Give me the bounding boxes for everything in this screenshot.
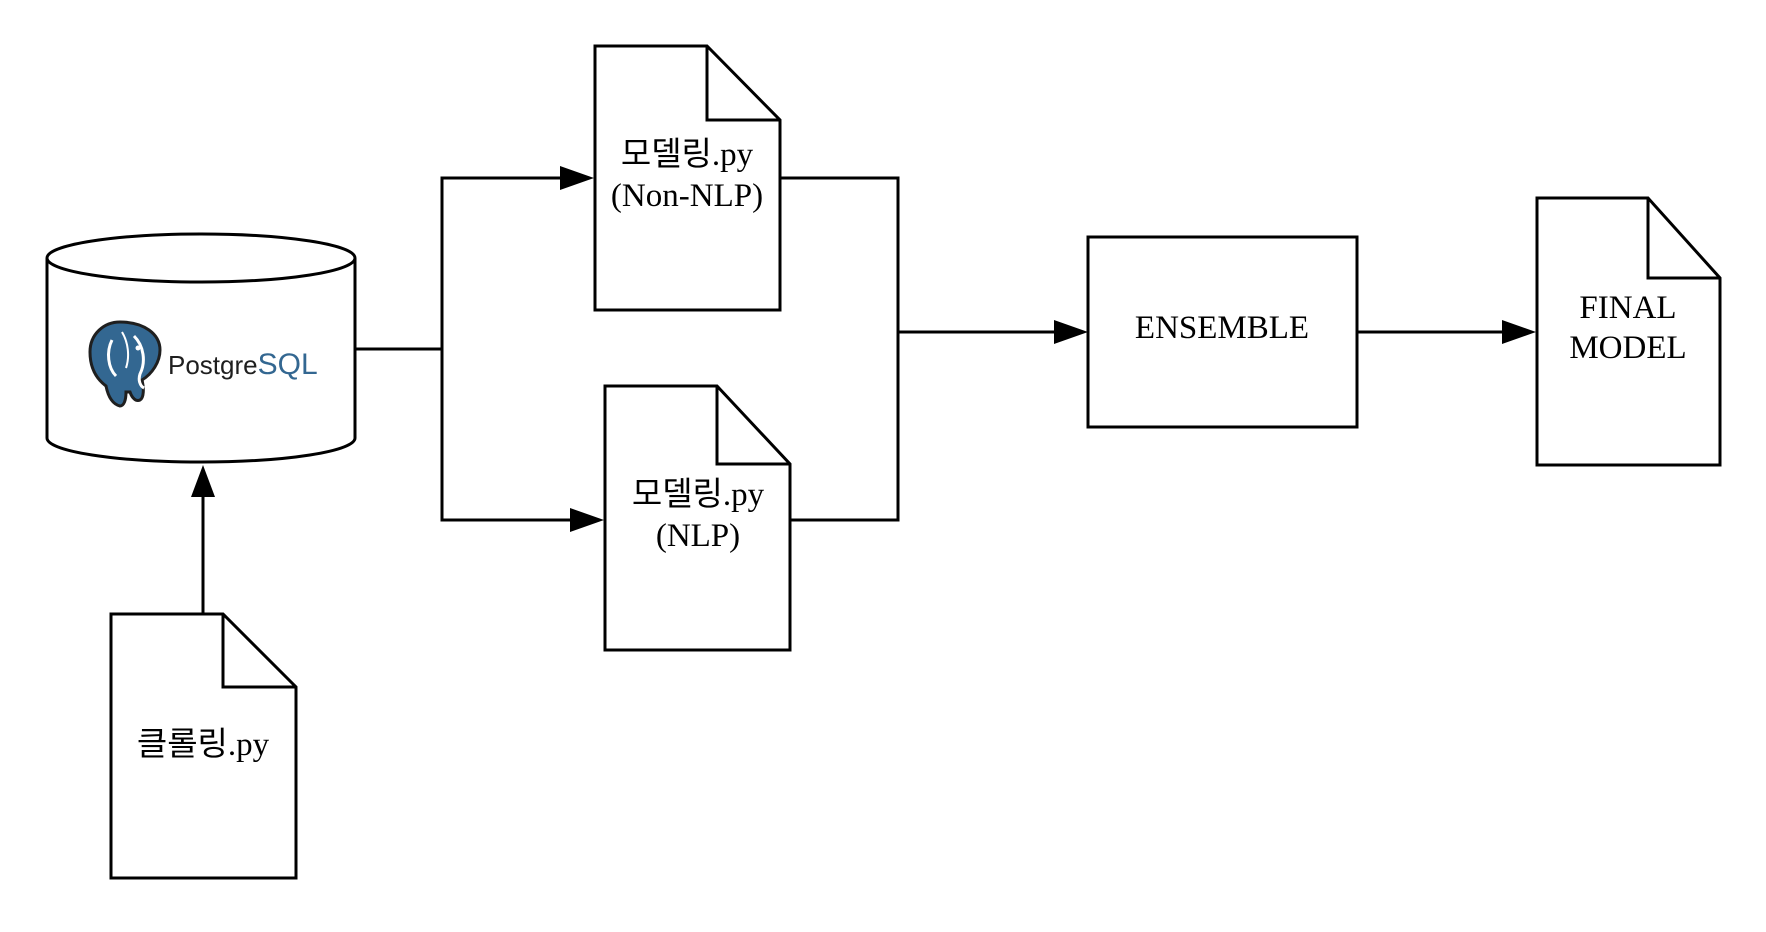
document-crawling-label: 클롤링.py <box>137 727 270 763</box>
database-cylinder-top <box>45 232 357 284</box>
ensemble-box-label: ENSEMBLE <box>1135 310 1309 346</box>
edges <box>191 166 1536 613</box>
document-modeling-non-nlp-line1: 모델링.py <box>621 137 754 173</box>
edge-nlp-to-merge <box>791 332 900 522</box>
edge-non-nlp-to-merge <box>781 176 900 332</box>
database-cylinder-body <box>45 258 357 464</box>
arrowhead-into-non-nlp <box>560 166 594 190</box>
document-modeling-nlp-line2: (NLP) <box>656 518 740 554</box>
document-modeling-nlp-line1: 모델링.py <box>632 477 765 513</box>
postgresql-logo-prefix: Postgre <box>168 350 258 380</box>
edge-split-to-nlp <box>440 349 578 522</box>
arrowhead-into-ensemble <box>1054 320 1088 344</box>
document-final-model-shape <box>1535 196 1722 467</box>
document-final-model: FINAL MODEL <box>1535 196 1722 467</box>
document-modeling-nlp-shape <box>603 384 792 652</box>
postgresql-logo-text: PostgreSQL <box>168 348 318 381</box>
postgresql-elephant-icon <box>88 320 162 408</box>
document-modeling-non-nlp-shape <box>593 44 782 312</box>
database-cylinder: PostgreSQL <box>45 232 357 464</box>
edge-split-to-non-nlp <box>440 176 568 349</box>
document-modeling-non-nlp: 모델링.py (Non-NLP) <box>593 44 782 312</box>
document-final-model-line1: FINAL <box>1579 290 1676 326</box>
document-final-model-line2: MODEL <box>1569 330 1686 366</box>
document-modeling-non-nlp-line2: (Non-NLP) <box>611 178 763 214</box>
arrowhead-into-nlp <box>570 508 604 532</box>
arrowhead-into-final-model <box>1502 320 1536 344</box>
document-crawling-fold <box>221 614 296 689</box>
ensemble-box: ENSEMBLE <box>1086 235 1359 429</box>
document-crawling: 클롤링.py <box>109 612 298 880</box>
document-modeling-nlp-fold <box>715 386 790 466</box>
document-final-model-fold <box>1646 198 1720 280</box>
document-crawling-shape <box>109 612 298 880</box>
ensemble-box-shape <box>1086 235 1359 429</box>
postgresql-logo-suffix: SQL <box>258 348 318 381</box>
document-modeling-non-nlp-fold <box>705 46 780 122</box>
arrowhead-into-database <box>191 465 215 497</box>
document-modeling-nlp: 모델링.py (NLP) <box>603 384 792 652</box>
